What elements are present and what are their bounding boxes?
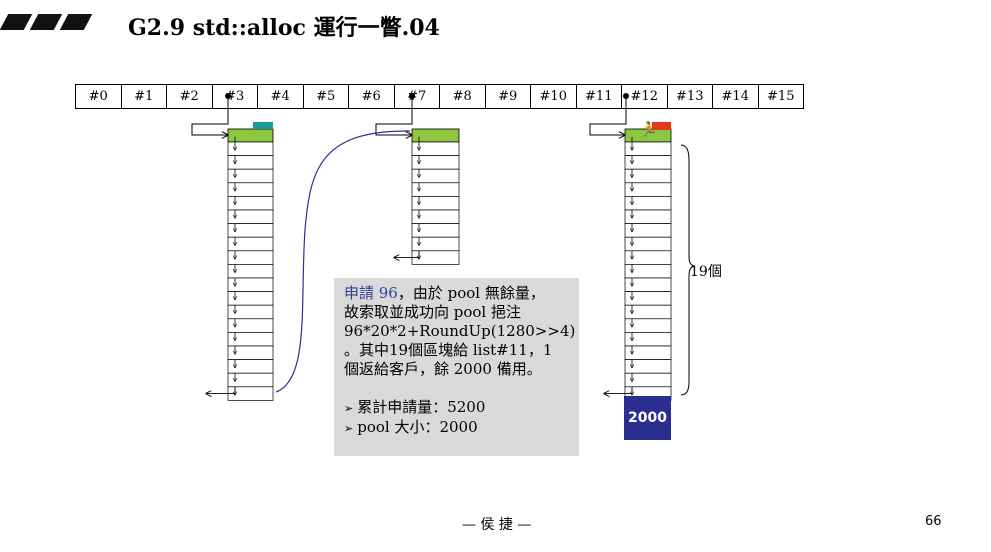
note-text: 故索取並成功向 pool 挹注 [344,303,521,321]
list11-client-marker [652,122,671,130]
pool-link-curve [275,130,411,393]
list11-pointer [589,96,627,135]
block-count-label: 19個 [690,264,722,280]
free-list-index-cell: #10 [531,85,577,108]
note-text: 96*20*2+RoundUp(1280>>4) [344,322,576,340]
note-line: 個返給客戶，餘 2000 備用。 [344,360,579,379]
free-list-index-cell: #11 [577,85,622,108]
free-list-index-cell: #12 [622,85,668,108]
free-list-index-cell: #9 [486,85,531,108]
note-line: 。其中19個區塊給 list#11，1 [344,341,579,360]
list3-pointer [191,96,228,135]
note-bullet: 累計申請量：5200 [344,398,579,418]
note-text: 。其中19個區塊給 list#11，1 [344,341,553,359]
free-list-index-cell: #0 [76,85,122,108]
person-icon: 🏃 [640,121,657,138]
author-footer: — 侯 捷 — [462,517,532,533]
note-line: 故索取並成功向 pool 挹注 [344,303,579,322]
note-bullet: pool 大小：2000 [344,418,579,438]
list3-client-marker [253,122,273,129]
free-list-index-cell: #3 [213,85,258,108]
free-list-index-cell: #4 [258,85,304,108]
note-text: 個返給客戶，餘 2000 備用。 [344,360,542,378]
free-list-index-cell: #6 [349,85,395,108]
free-list-array: #0#1#2#3#4#5#6#7#8#9#10#11#12#13#14#15 [75,84,804,109]
note-line: 申請 96，由於 pool 無餘量， [344,284,579,303]
free-list-index-cell: #13 [668,85,713,108]
note-text: ，由於 pool 無餘量， [397,284,545,302]
note-line: 96*20*2+RoundUp(1280>>4) [344,322,579,341]
free-list-index-cell: #2 [167,85,213,108]
count-brace [680,144,696,396]
list7-pointer [375,96,412,135]
free-list-index-cell: #8 [440,85,486,108]
free-list-index-cell: #15 [759,85,804,108]
page-title: G2.9 std::alloc 運行一瞥.04 [128,15,440,41]
free-list-index-cell: #5 [304,85,349,108]
note-highlight: 申請 96 [344,284,398,302]
free-list-index-cell: #14 [713,85,759,108]
memory-pool-block: 2000 [624,396,671,440]
free-list-index-cell: #1 [122,85,167,108]
page-number: 66 [925,514,942,529]
